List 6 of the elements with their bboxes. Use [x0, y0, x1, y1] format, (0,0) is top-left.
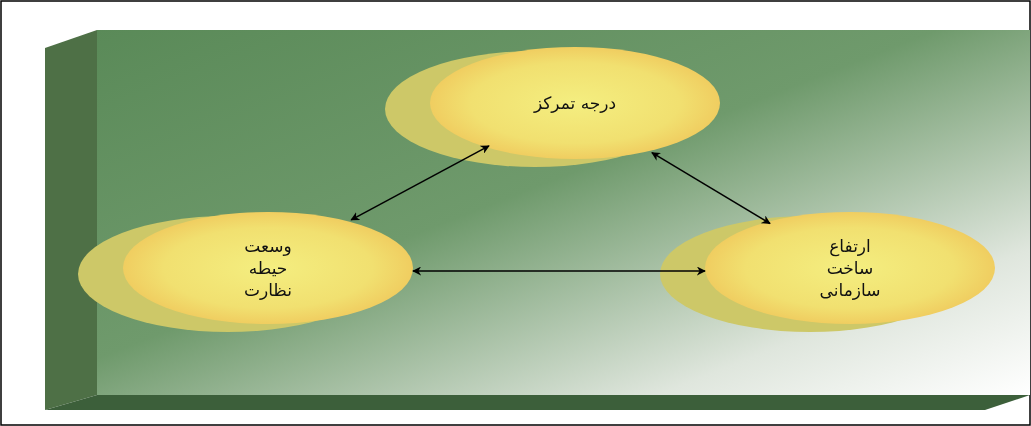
- ellipse-label: ارتفاع ساخت سازمانی: [818, 235, 882, 301]
- double-arrow: [412, 266, 706, 276]
- double-arrow: [350, 145, 490, 221]
- double-arrow: [651, 151, 771, 225]
- ellipse-label: درجه تمرکز: [532, 92, 618, 114]
- ellipse-label: وسعت حیطه نظارت: [242, 235, 294, 301]
